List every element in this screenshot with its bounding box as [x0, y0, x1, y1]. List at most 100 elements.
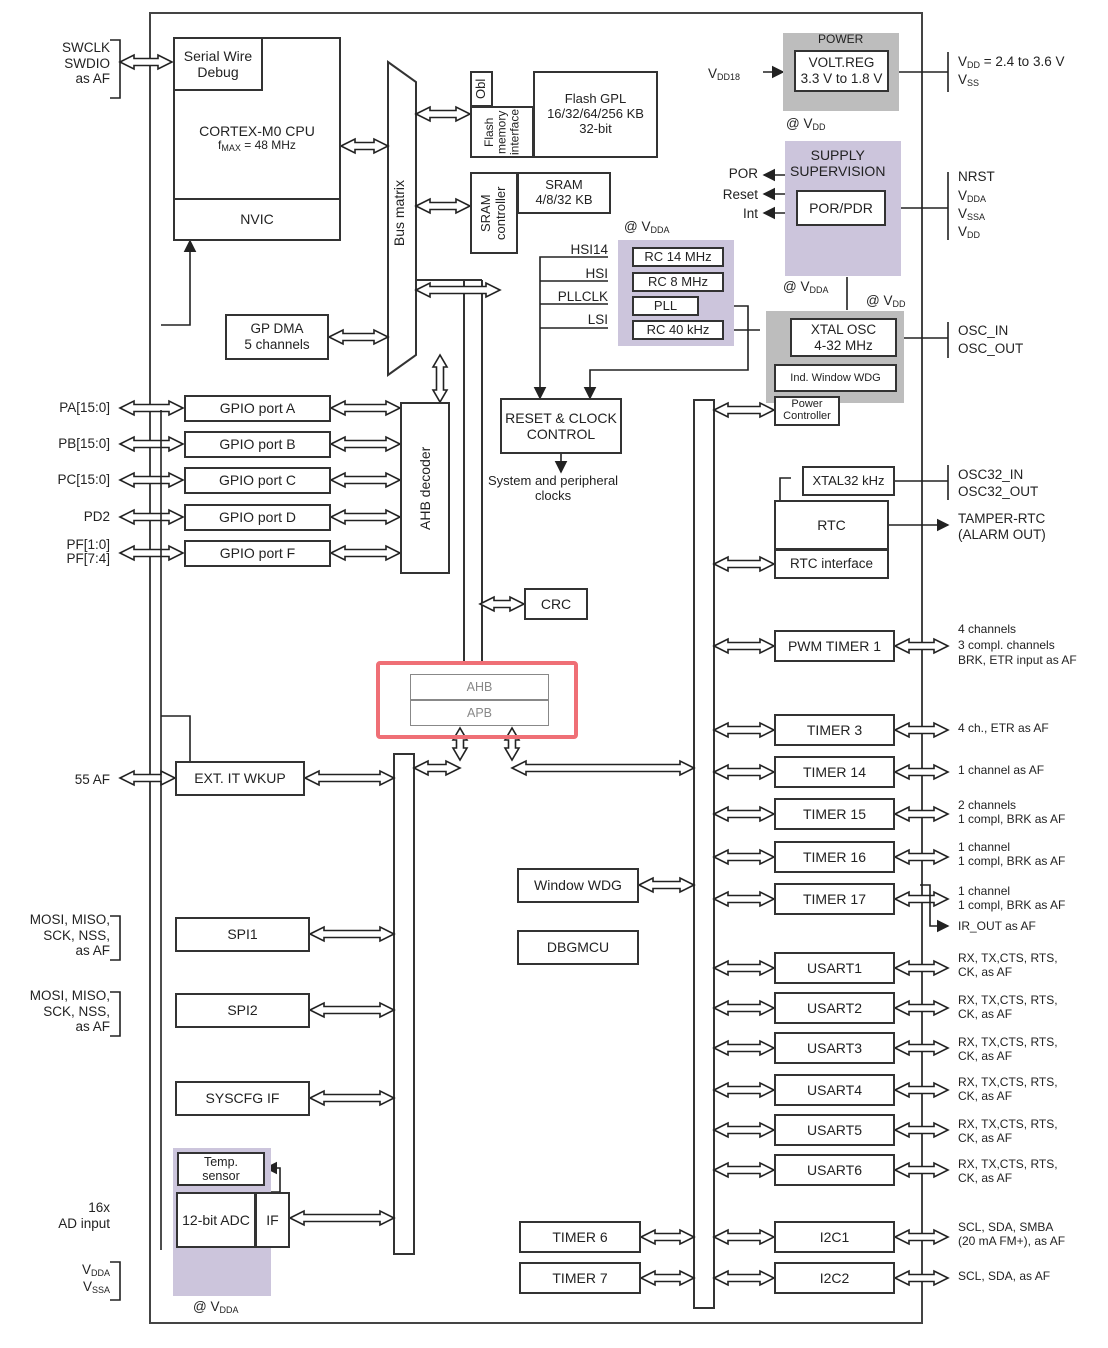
periph-apb-arrow-5 [712, 890, 776, 908]
gpio-pin-arrow-0 [118, 399, 185, 417]
cpu-bus-arrow [339, 137, 390, 155]
wwdg-arrow [637, 876, 696, 894]
pc-pins-label: PC[15:0] [57, 472, 110, 487]
lsi-label: LSI [587, 312, 608, 327]
ir-out-line [920, 884, 950, 933]
exti-irq-line [161, 715, 191, 761]
gpio-decoder-arrow-2 [329, 471, 402, 489]
flash-gpl-block: Flash GPL 16/32/64/256 KB 32-bit [533, 71, 658, 158]
gpio-pin-arrow-4 [118, 544, 185, 562]
periph-apb-arrow-11 [712, 1161, 776, 1179]
usart5-block: USART5 [774, 1114, 895, 1146]
rtc-interface-block: RTC interface [774, 549, 889, 579]
gpio-pin-arrow-3 [118, 508, 185, 526]
bus-to-decoder-arrow [431, 353, 449, 404]
swd-pins-label: SWCLK SWDIO as AF [61, 40, 110, 87]
usart1-pins-label: RX, TX,CTS, RTS, CK, as AF [958, 951, 1058, 980]
gpio-port-a-block: GPIO port A [184, 395, 331, 422]
xtal32-block: XTAL32 kHz [802, 466, 895, 496]
gp-dma-block: GP DMA 5 channels [225, 314, 329, 360]
periph-apb-arrow-12 [712, 1228, 776, 1246]
usart2-block: USART2 [774, 992, 895, 1024]
spi1-pins-label: MOSI, MISO, SCK, NSS, as AF [29, 912, 110, 959]
vdda-left-label: VDDA [81, 1262, 110, 1278]
vssa-right-label: VSSA [958, 206, 986, 222]
ext-it-wkup-block: EXT. IT WKUP [175, 761, 305, 796]
hsi14-clk [533, 256, 608, 400]
gpio-port-d-block: GPIO port D [184, 504, 331, 531]
vdd18-label: VDD18 [708, 66, 741, 82]
pa-pins-label: PA[15:0] [59, 400, 110, 415]
tim3-pins-label: 4 ch., ETR as AF [958, 721, 1049, 735]
vdda-bracket [110, 1261, 121, 1301]
spi1-bracket [110, 915, 121, 961]
osc32-in-label: OSC32_IN [958, 467, 1024, 482]
ahb-decoder-block: AHB decoder [400, 402, 450, 574]
apb-bridge-block: APB [410, 700, 549, 726]
ahb-apb-bridge-highlight [376, 661, 578, 739]
periph-pin-arrow-7 [893, 999, 950, 1017]
gpio-decoder-arrow-0 [329, 399, 402, 417]
timer6-block: TIMER 6 [519, 1221, 641, 1253]
usart6-pins-label: RX, TX,CTS, RTS, CK, as AF [958, 1157, 1058, 1186]
xtal-osc-block: XTAL OSC 4-32 MHz [790, 318, 897, 357]
xtal-at-vdd-label: @ VDD [866, 293, 906, 309]
i2c1-pins-label: SCL, SDA, SMBA (20 mA FM+), as AF [958, 1220, 1066, 1249]
ind-window-wdg-block: Ind. Window WDG [774, 364, 897, 392]
gpio-port-f-block: GPIO port F [184, 540, 331, 567]
reset-clock-control-block: RESET & CLOCK CONTROL [500, 398, 622, 454]
por-pdr-block: POR/PDR [796, 190, 886, 226]
periph-apb-arrow-9 [712, 1081, 776, 1099]
supply-supervision-label: SUPPLY SUPERVISION [790, 147, 886, 180]
tim14-pins-label: 1 channel as AF [958, 763, 1045, 777]
spi2-bracket [110, 991, 121, 1037]
periph-pin-arrow-8 [893, 1039, 950, 1057]
supply-at-vdda-label: @ VDDA [783, 279, 829, 295]
power-label: POWER [818, 32, 864, 46]
vssa-left-label: VSSA [82, 1279, 110, 1295]
osc-out-label: OSC_OUT [958, 341, 1024, 356]
spi1-apb-arrow [308, 925, 396, 943]
gpio-pin-arrow-2 [118, 471, 185, 489]
osc32-out-label: OSC32_OUT [958, 484, 1039, 499]
usart5-pins-label: RX, TX,CTS, RTS, CK, as AF [958, 1117, 1058, 1146]
obl-block: Obl [470, 71, 493, 107]
rc-40khz-block: RC 40 kHz [632, 320, 724, 340]
adc-apb-arrow [288, 1209, 396, 1227]
rc-at-vdda-label: @ VDDA [624, 219, 670, 235]
crc-arrow [478, 595, 526, 613]
swd-bracket [110, 39, 121, 99]
usart3-block: USART3 [774, 1032, 895, 1064]
periph-pin-arrow-9 [893, 1081, 950, 1099]
sram-bus-arrow [414, 197, 472, 215]
tim17-pins-label: 1 channel 1 compl, BRK as AF [958, 884, 1066, 913]
timer14-block: TIMER 14 [774, 756, 895, 788]
dbgmcu-block: DBGMCU [517, 930, 639, 965]
system-clocks-label: System and peripheral clocks [488, 473, 619, 503]
af55-arrow [118, 769, 177, 787]
bus-matrix-label: Bus matrix [391, 180, 407, 247]
periph-apb-arrow-6 [712, 959, 776, 977]
gpio-decoder-arrow-4 [329, 544, 402, 562]
af55-label: 55 AF [74, 772, 110, 787]
i2c2-pins-label: SCL, SDA, as AF [958, 1269, 1051, 1283]
bus-matrix-shape [387, 60, 417, 377]
gpio-decoder-arrow-3 [329, 508, 402, 526]
periph-apb-arrow-2 [712, 763, 776, 781]
periph-apb-arrow-13 [712, 1269, 776, 1287]
int-label: Int [742, 206, 758, 221]
timer7-block: TIMER 7 [519, 1262, 641, 1294]
rcc-bus-arrow [414, 281, 502, 299]
periph-apb-arrow-4 [712, 848, 776, 866]
gpio-decoder-arrow-1 [329, 435, 402, 453]
ahb-bridge-block: AHB [410, 674, 549, 700]
periph-pin-arrow-11 [893, 1161, 950, 1179]
hsi-label: HSI [585, 266, 608, 281]
rc-14mhz-block: RC 14 MHz [632, 247, 724, 267]
usart2-pins-label: RX, TX,CTS, RTS, CK, as AF [958, 993, 1058, 1022]
chip-outline [149, 12, 923, 1324]
periph-pin-arrow-2 [893, 763, 950, 781]
periph-apb-arrow-8 [712, 1039, 776, 1057]
periph-pin-arrow-3 [893, 805, 950, 823]
